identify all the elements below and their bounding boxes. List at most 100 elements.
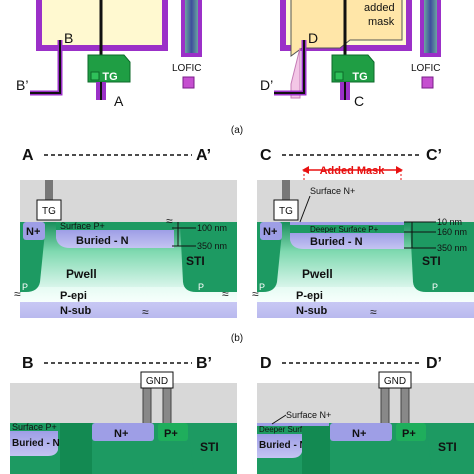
buried-n-d <box>257 434 302 458</box>
wave-2: ≈ <box>14 287 21 301</box>
section-c: C C’ Added Mask Deeper Surface P+ Buried… <box>252 147 474 319</box>
wave-6: ≈ <box>370 305 377 319</box>
p-plus-b <box>158 423 188 441</box>
n-plus-d <box>330 423 392 441</box>
n-plus-label-d: N+ <box>352 428 366 440</box>
title-c-prime: C’ <box>426 147 442 164</box>
title-a: A <box>22 147 34 164</box>
section-d: D D’ Deeper Surface P+ Buried - N Surfac… <box>257 355 474 474</box>
n-plus-c <box>260 222 282 240</box>
p-plus-d <box>396 423 426 441</box>
added-mask-arrow-left <box>302 166 309 174</box>
lofic-label-right: LOFIC <box>411 63 440 74</box>
dim-350: 350 nm <box>197 241 227 251</box>
wave-5: ≈ <box>252 287 259 301</box>
gnd-pin-left <box>142 384 152 426</box>
label-a: A <box>114 93 124 109</box>
gnd-box-d <box>378 371 412 389</box>
dim-160: 160 nm <box>437 227 467 237</box>
sti-d <box>426 423 474 474</box>
tg-poly-c <box>282 180 290 202</box>
layout-right: added mask TG D D’ C LOFIC <box>260 0 441 109</box>
p-right-label-c: P <box>432 282 438 292</box>
sti-label-d: STI <box>438 440 457 454</box>
oxide-b <box>10 383 237 423</box>
pwell-body-d <box>302 426 330 474</box>
tg-box-c <box>273 199 299 221</box>
tg-contact-right <box>334 71 344 81</box>
lofic-cap <box>185 0 198 53</box>
sti-right <box>180 222 237 292</box>
sti-label: STI <box>186 254 205 268</box>
title-d: D <box>260 355 272 372</box>
title-c: C <box>260 147 272 164</box>
caption-a: (a) <box>231 125 243 136</box>
buried-n-label-c: Buried - N <box>310 236 363 248</box>
wave-1: ≈ <box>166 214 173 228</box>
n-plus-label-c: N+ <box>263 226 277 238</box>
lofic-contact <box>182 76 195 89</box>
buried-n-label-d: Buried - N <box>259 440 307 451</box>
surface-n-pointer-d <box>271 414 287 425</box>
n-sub-label-c: N-sub <box>296 305 327 317</box>
lofic-label: LOFIC <box>172 63 201 74</box>
section-b: B B’ Surface P+ Buried - N GND N+ P+ STI <box>10 355 237 474</box>
gnd-label: GND <box>146 376 168 387</box>
deeper-surface-p-d <box>257 426 329 434</box>
buried-n-label-b: Buried - N <box>12 438 60 449</box>
line-b-core <box>30 40 61 94</box>
surface-n-d <box>257 423 329 426</box>
p-left-label: P <box>22 282 28 292</box>
wave-4: ≈ <box>222 287 229 301</box>
n-plus <box>23 222 45 240</box>
pwell-label-c: Pwell <box>302 267 333 281</box>
pwell-label: Pwell <box>66 267 97 281</box>
surface-p-b <box>10 423 60 431</box>
surface-n-c <box>290 222 404 225</box>
title-b: B <box>22 355 34 372</box>
tg-poly <box>45 180 53 202</box>
n-plus-label-b: N+ <box>114 428 128 440</box>
layout-left: TG B B’ A LOFIC <box>16 0 202 109</box>
added-mask-label: Added Mask <box>320 165 386 177</box>
deeper-surface-p-label: Deeper Surface P+ <box>310 225 379 234</box>
n-plus-label: N+ <box>26 226 40 238</box>
lofic-contact-right <box>421 76 434 89</box>
n-sub <box>20 302 237 318</box>
bottom-panel: B B’ Surface P+ Buried - N GND N+ P+ STI… <box>10 355 474 474</box>
label-c: C <box>354 93 364 109</box>
sti-right-c <box>410 222 474 292</box>
title-a-prime: A’ <box>196 147 211 164</box>
top-panel: TG B B’ A LOFIC added mask TG <box>16 0 441 136</box>
p-plus-label-b: P+ <box>164 428 178 440</box>
n-plus-b <box>92 423 154 441</box>
p-right-label: P <box>198 282 204 292</box>
p-epi-label: P-epi <box>60 290 87 302</box>
gnd-pin-right <box>162 384 172 426</box>
sti-b <box>188 423 237 474</box>
added-mask-arrow-right <box>396 166 403 174</box>
surface-n-label-c: Surface N+ <box>310 186 355 196</box>
sti-label-c: STI <box>422 254 441 268</box>
gnd-label-d: GND <box>384 376 406 387</box>
mask-text-2: mask <box>368 16 395 28</box>
caption-b: (b) <box>231 333 243 344</box>
p-left-label-c: P <box>259 282 265 292</box>
p-plus-label-d: P+ <box>402 428 416 440</box>
buried-n-c <box>290 233 404 249</box>
title-b-prime: B’ <box>196 355 212 372</box>
tg-label-right: TG <box>352 71 367 83</box>
surface-n-label-d: Surface N+ <box>286 410 331 420</box>
tg-contact <box>90 71 100 81</box>
section-a: A A’ Surface P+ Buried - N N+ Pwell STI … <box>14 147 237 319</box>
mask-text-1: added <box>364 2 395 14</box>
label-d: D <box>308 30 318 46</box>
label-b: B <box>64 30 73 46</box>
p-epi-label-c: P-epi <box>296 290 323 302</box>
title-d-prime: D’ <box>426 355 442 372</box>
surface-p <box>56 222 174 230</box>
dim-10: 10 nm <box>437 217 462 227</box>
tg-label-section: TG <box>42 206 56 217</box>
gnd-pin-left-d <box>380 384 390 426</box>
